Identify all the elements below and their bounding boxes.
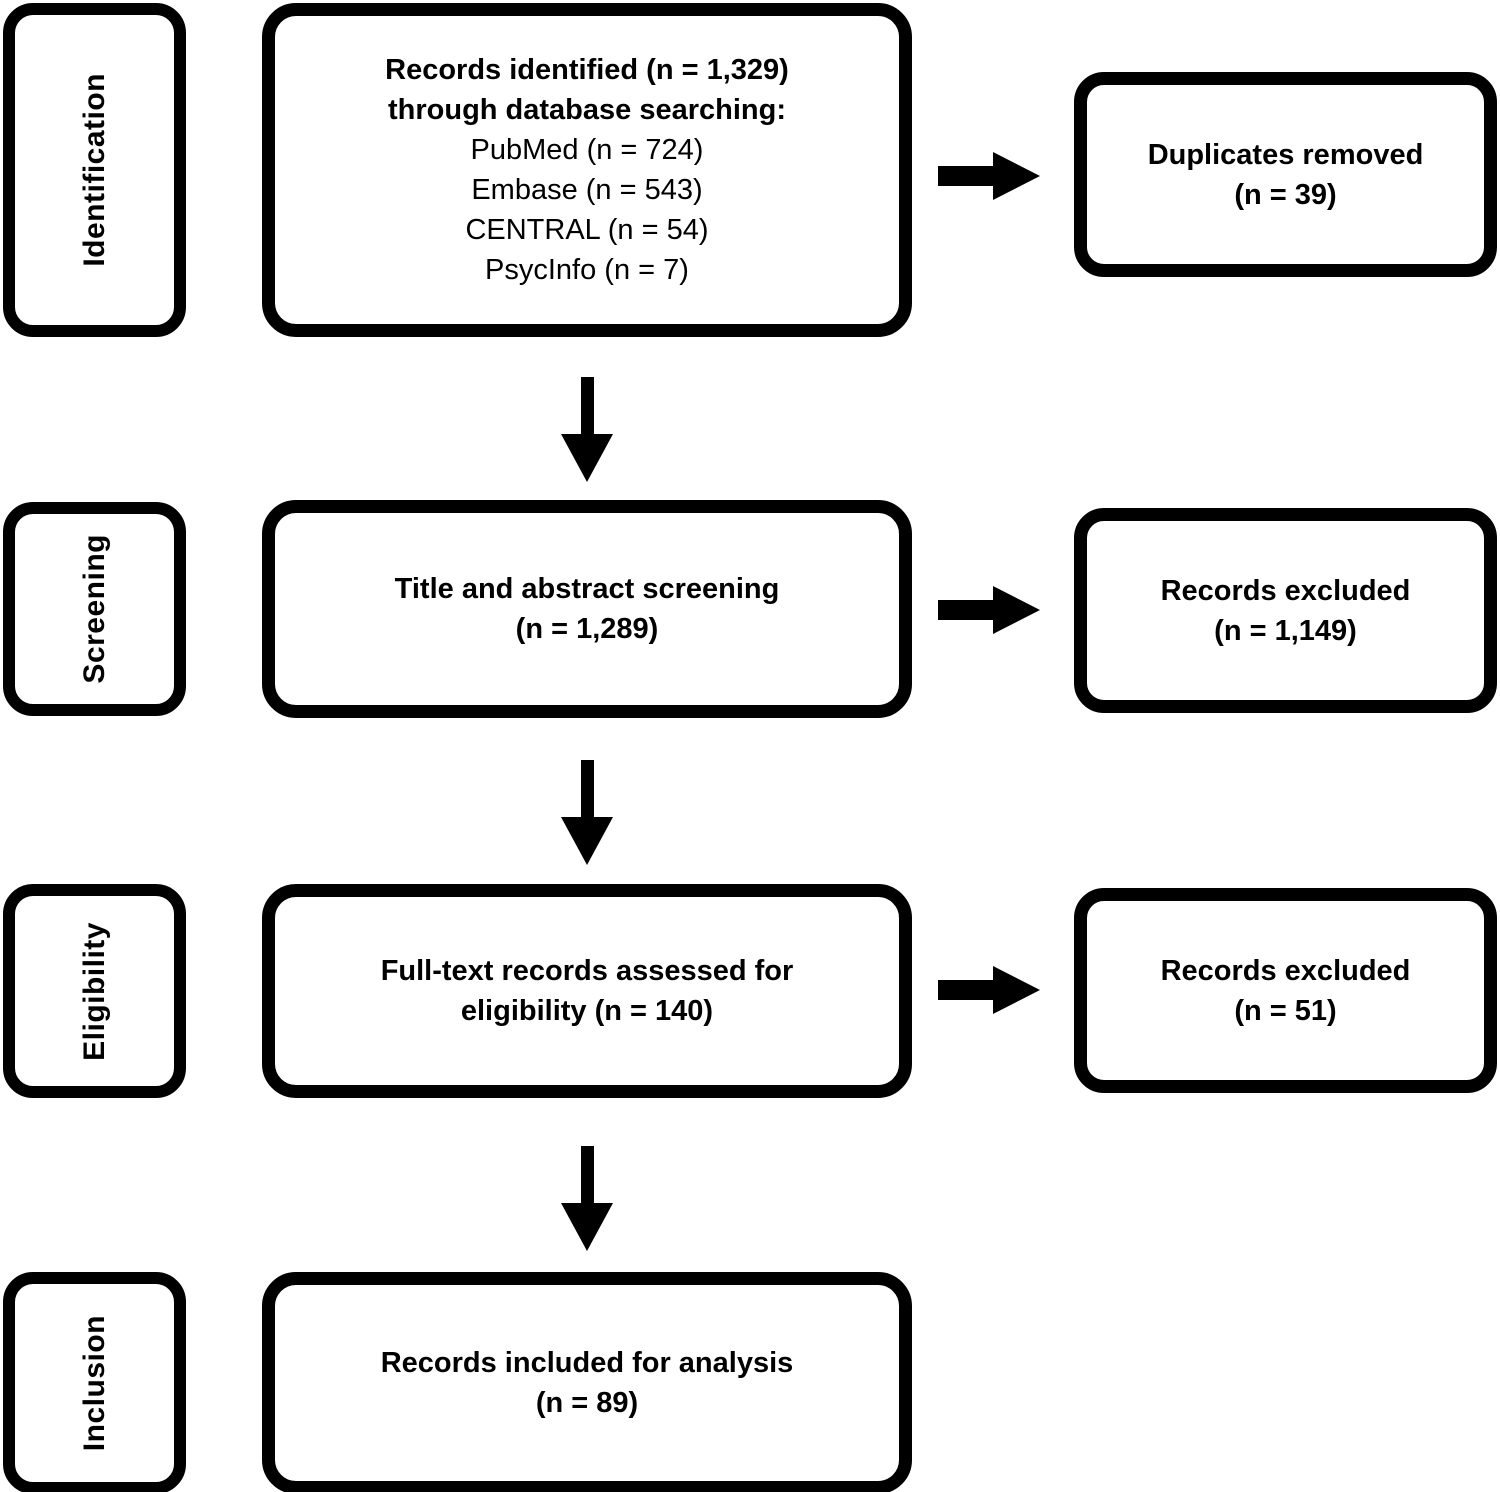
text-line: CENTRAL (n = 54) — [465, 214, 709, 246]
arrow-head — [993, 966, 1040, 1014]
text-line: Records identified (n = 1,329) — [385, 54, 789, 86]
arrow-eligibility-to-inclusion — [561, 1146, 613, 1251]
box-records-excluded-eligibility-text: Records excluded (n = 51) — [1147, 951, 1425, 1031]
stage-label-screening: Screening — [77, 534, 111, 684]
text-line: through database searching: — [387, 94, 786, 126]
arrow-head — [561, 434, 613, 482]
text-line: PsycInfo (n = 7) — [485, 254, 689, 286]
box-records-included-text: Records included for analysis (n = 89) — [367, 1343, 808, 1423]
box-records-identified-text: Records identified (n = 1,329) through d… — [371, 50, 803, 290]
text-line: Records included for analysis — [380, 1347, 794, 1379]
box-title-abstract-screening-text: Title and abstract screening (n = 1,289) — [381, 569, 794, 649]
box-title-abstract-screening: Title and abstract screening (n = 1,289) — [262, 500, 912, 718]
text-line: eligibility (n = 140) — [460, 995, 714, 1027]
stage-box-identification: Identification — [3, 3, 186, 337]
stage-box-inclusion: Inclusion — [3, 1272, 186, 1492]
stage-label-eligibility: Eligibility — [77, 921, 111, 1061]
text-line: (n = 1,289) — [515, 613, 659, 645]
text-line: Records excluded — [1160, 574, 1411, 607]
arrow-eligibility-to-excluded — [938, 966, 1040, 1014]
box-duplicates-removed-text: Duplicates removed (n = 39) — [1134, 135, 1438, 215]
text-line: Title and abstract screening — [394, 573, 780, 605]
arrow-shaft — [581, 1146, 594, 1206]
text-line: Duplicates removed — [1147, 138, 1424, 171]
arrow-head — [993, 152, 1040, 200]
text-line: Records excluded — [1160, 954, 1411, 987]
box-records-excluded-screening-text: Records excluded (n = 1,149) — [1147, 571, 1425, 651]
text-line: Embase (n = 543) — [471, 174, 703, 206]
stage-box-screening: Screening — [3, 502, 186, 716]
arrow-identification-to-duplicates — [938, 152, 1040, 200]
stage-label-inclusion: Inclusion — [77, 1314, 111, 1452]
text-line: PubMed (n = 724) — [470, 134, 704, 166]
box-records-included: Records included for analysis (n = 89) — [262, 1272, 912, 1492]
arrow-shaft — [938, 166, 996, 186]
arrow-head — [561, 1203, 613, 1251]
text-line: (n = 39) — [1234, 178, 1337, 211]
text-line: (n = 89) — [535, 1387, 639, 1419]
arrow-screening-to-excluded — [938, 586, 1040, 634]
arrow-screening-to-eligibility — [561, 760, 613, 865]
arrow-identification-to-screening — [561, 377, 613, 482]
arrow-head — [993, 586, 1040, 634]
text-line: (n = 1,149) — [1214, 614, 1357, 647]
stage-box-eligibility: Eligibility — [3, 884, 186, 1098]
arrow-shaft — [938, 980, 996, 1000]
box-full-text-assessed: Full-text records assessed for eligibili… — [262, 884, 912, 1098]
box-records-identified: Records identified (n = 1,329) through d… — [262, 3, 912, 337]
stage-label-identification: Identification — [77, 73, 111, 267]
arrow-shaft — [581, 760, 594, 820]
arrow-head — [561, 817, 613, 865]
text-line: Full-text records assessed for — [380, 955, 794, 987]
box-records-excluded-eligibility: Records excluded (n = 51) — [1074, 888, 1497, 1093]
arrow-shaft — [581, 377, 594, 437]
box-duplicates-removed: Duplicates removed (n = 39) — [1074, 72, 1497, 277]
box-records-excluded-screening: Records excluded (n = 1,149) — [1074, 508, 1497, 713]
arrow-shaft — [938, 600, 996, 620]
text-line: (n = 51) — [1234, 994, 1337, 1027]
box-full-text-assessed-text: Full-text records assessed for eligibili… — [367, 951, 808, 1031]
